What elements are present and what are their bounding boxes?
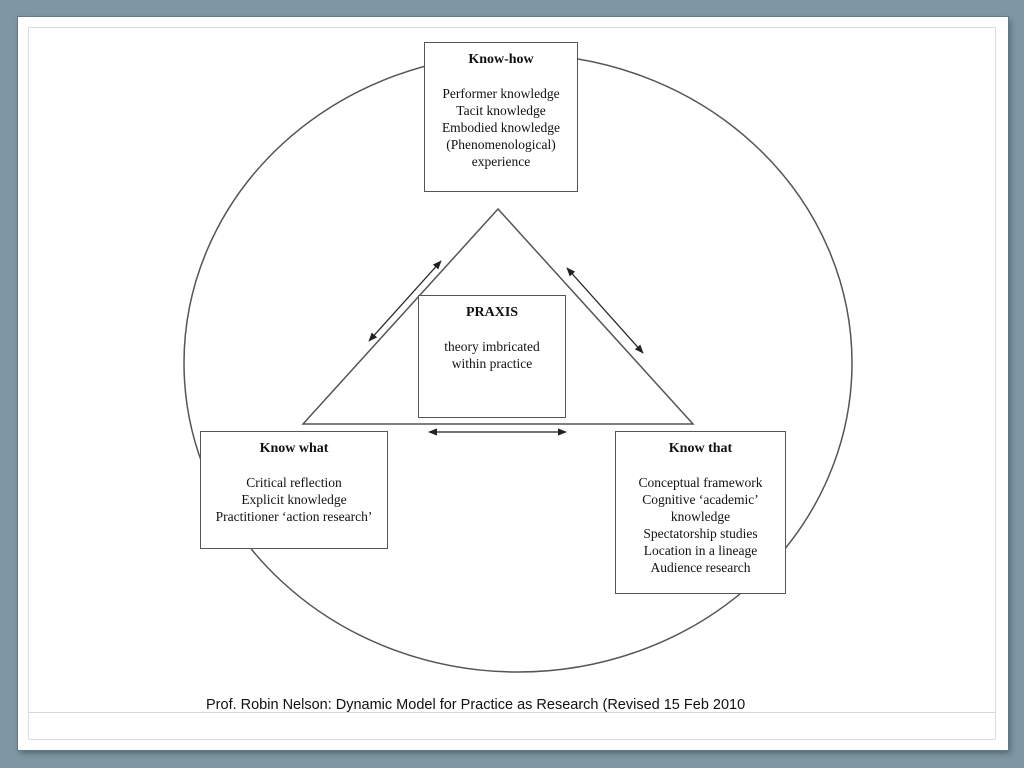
praxis-line: within practice [451, 356, 533, 371]
know-what-line: Critical reflection [246, 475, 342, 490]
know-that-title: Know that [668, 441, 733, 456]
know-how-box: Know-how Performer knowledge Tacit knowl… [424, 42, 578, 192]
know-that-line: Audience research [650, 560, 751, 575]
know-that-line: Location in a lineage [643, 543, 758, 558]
slide-frame [28, 27, 996, 740]
know-how-line: Performer knowledge [442, 86, 560, 101]
know-what-box: Know what Critical reflection Explicit k… [200, 431, 388, 549]
know-what-line: Explicit knowledge [241, 492, 347, 507]
know-what-title: Know what [259, 441, 329, 456]
know-what-line: Practitioner ‘action research’ [215, 509, 373, 524]
slide-caption: Prof. Robin Nelson: Dynamic Model for Pr… [206, 697, 746, 713]
know-that-line: Cognitive ‘academic’ [642, 492, 759, 507]
praxis-title: PRAXIS [465, 305, 519, 320]
know-how-line: Embodied knowledge [441, 120, 561, 135]
praxis-line: theory imbricated [444, 339, 540, 354]
footer-divider [28, 712, 996, 713]
praxis-box: PRAXIS theory imbricated within practice [418, 295, 566, 418]
know-that-line: knowledge [670, 509, 731, 524]
know-that-box: Know that Conceptual framework Cognitive… [615, 431, 786, 594]
know-that-line: Spectatorship studies [643, 526, 758, 541]
know-how-line: Tacit knowledge [456, 103, 546, 118]
know-how-line: (Phenomenological) [446, 137, 556, 152]
know-how-line: experience [471, 154, 531, 169]
arrow-right-edge [566, 267, 644, 354]
know-how-title: Know-how [468, 52, 534, 67]
know-that-line: Conceptual framework [638, 475, 763, 490]
arrow-left-edge [368, 260, 442, 342]
